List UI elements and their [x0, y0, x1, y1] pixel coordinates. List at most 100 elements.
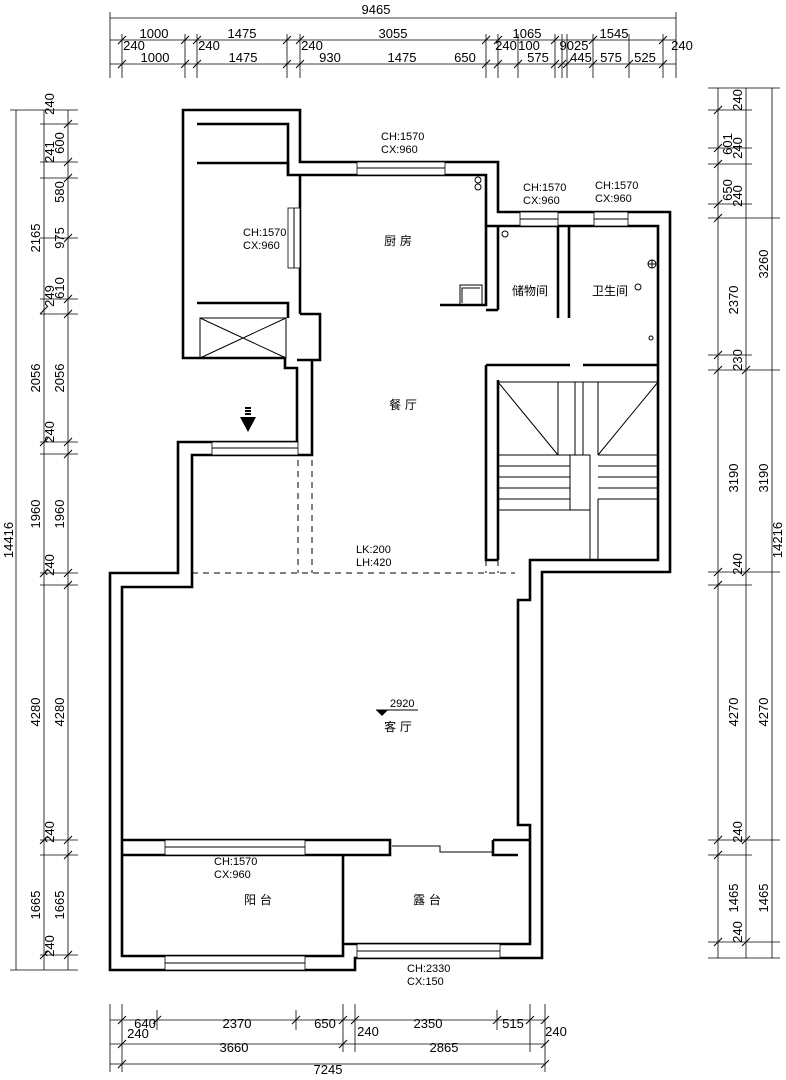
- dim-left-in-12: 240: [42, 821, 57, 843]
- win-terrace-ch: CH:2330: [407, 963, 450, 975]
- windows: [164, 161, 629, 971]
- dim-bottom-r1-4: 2350: [414, 1016, 443, 1031]
- entrance-arrow-icon: [240, 407, 256, 432]
- win-balcony-ch: CH:1570: [214, 856, 257, 868]
- win-left-cx: CX:960: [243, 240, 280, 252]
- win-bath-cx: CX:960: [595, 193, 632, 205]
- dim-right-in-10: 240: [730, 821, 745, 843]
- top-dimensions: 9465: [109, 2, 693, 78]
- dim-right-in-11: 1465: [726, 884, 741, 913]
- win-left-ch: CH:1570: [243, 227, 286, 239]
- dim-top-r2-0: 240: [123, 38, 145, 53]
- dim-left-mid-2: 1960: [28, 500, 43, 529]
- dim-left-in-11: 4280: [52, 698, 67, 727]
- opening-lk: LK:200: [356, 544, 391, 556]
- dim-bottom-r1-1: 2370: [223, 1016, 252, 1031]
- room-bathroom: 卫生间: [592, 284, 628, 298]
- fixtures: [474, 176, 657, 341]
- dim-bottom-r1-2: 650: [314, 1016, 336, 1031]
- dim-top-r1-4: 1545: [600, 26, 629, 41]
- room-living: 客 厅: [384, 719, 412, 734]
- dim-right-mid-2: 4270: [756, 698, 771, 727]
- dim-left-in-2: 600: [52, 132, 67, 154]
- dim-right-in-8: 240: [730, 553, 745, 575]
- window-labels: CH:1570 CX:960 CH:1570 CX:960 CH:1570 CX…: [214, 131, 638, 988]
- dim-left-in-4: 975: [52, 227, 67, 249]
- dim-bottom-r1-0: 640: [134, 1016, 156, 1031]
- dim-bottom-r2-0: 3660: [220, 1040, 249, 1055]
- openings: [192, 460, 515, 574]
- dim-top-r2-1: 1000: [141, 50, 170, 65]
- dim-right-mid-3: 1465: [756, 884, 771, 913]
- dim-left-in-8: 240: [42, 421, 57, 443]
- left-dimensions: 14416 2165 2056 1960 4280 1665 240 241 6…: [1, 93, 78, 971]
- dim-left-in-6: 610: [52, 277, 67, 299]
- dim-right-in-9: 4270: [726, 698, 741, 727]
- dim-total-top: 9465: [362, 2, 391, 17]
- dim-right-mid-1: 3190: [756, 464, 771, 493]
- dim-right-in-7: 3190: [726, 464, 741, 493]
- win-storage-cx: CX:960: [523, 195, 560, 207]
- dim-left-in-13: 1665: [52, 891, 67, 920]
- win-storage-ch: CH:1570: [523, 182, 566, 194]
- dim-top-r2-13: 575: [600, 50, 622, 65]
- dim-bottom-r2-1: 2865: [430, 1040, 459, 1055]
- dim-left-mid-0: 2165: [28, 224, 43, 253]
- dim-left-in-10: 240: [42, 554, 57, 576]
- dim-left-in-9: 1960: [52, 500, 67, 529]
- dim-top-r2-12: 445: [570, 50, 592, 65]
- dim-bottom-r1-6: 240: [545, 1024, 567, 1039]
- win-bath-ch: CH:1570: [595, 180, 638, 192]
- dim-left-mid-3: 4280: [28, 698, 43, 727]
- dim-top-r2-5: 930: [319, 50, 341, 65]
- room-terrace: 露 台: [413, 892, 441, 907]
- dim-right-in-12: 240: [730, 921, 745, 943]
- dim-bottom-r1-3: 240: [357, 1024, 379, 1039]
- dim-left-in-14: 240: [42, 935, 57, 957]
- right-dimensions: 14216 3260 3190 4270 1465 240 601 240 65…: [708, 87, 785, 959]
- dim-bottom-r1b-0: 240: [127, 1026, 149, 1041]
- room-dining: 餐 厅: [389, 397, 417, 412]
- dim-bottom-total: 7245: [314, 1062, 343, 1077]
- dim-right-in-1: 601: [720, 133, 735, 155]
- room-kitchen: 厨 房: [384, 233, 412, 248]
- level-value: 2920: [390, 698, 414, 710]
- dim-right-in-6: 230: [730, 349, 745, 371]
- dim-left-in-3: 580: [52, 181, 67, 203]
- dim-right-in-2: 240: [730, 137, 745, 159]
- dim-right-in-0: 240: [730, 89, 745, 111]
- dim-left-mid-1: 2056: [28, 364, 43, 393]
- dim-top-r1-0: 1000: [140, 26, 169, 41]
- dim-top-r2-7: 650: [454, 50, 476, 65]
- dim-top-r2-8: 240: [495, 38, 517, 53]
- room-labels: 厨 房 储物间 卫生间 餐 厅 客 厅 阳 台 露 台: [244, 233, 628, 907]
- dim-top-r2-9: 100: [518, 38, 540, 53]
- dim-top-r2-6: 1475: [388, 50, 417, 65]
- dim-left-total: 14416: [1, 522, 16, 558]
- dim-top-r2-2: 240: [198, 38, 220, 53]
- dim-bottom-r1-5: 515: [502, 1016, 524, 1031]
- dim-right-total: 14216: [770, 522, 785, 558]
- dim-top-r1-3: 1065: [513, 26, 542, 41]
- dim-top-r2-3: 1475: [229, 50, 258, 65]
- dim-left-in-0: 240: [42, 93, 57, 115]
- dim-left-in-7: 2056: [52, 364, 67, 393]
- dim-top-r2-10: 575: [527, 50, 549, 65]
- dim-right-in-4: 240: [730, 185, 745, 207]
- dim-left-mid-4: 1665: [28, 891, 43, 920]
- dim-top-r2-15: 240: [671, 38, 693, 53]
- dim-top-r2-14: 525: [634, 50, 656, 65]
- bottom-dimensions: 640 2370 650 240 2350 515 240 240 3660 2…: [109, 1004, 567, 1077]
- dim-right-in-3: 650: [720, 179, 735, 201]
- room-storage: 储物间: [512, 283, 548, 298]
- dim-left-in-1: 241: [42, 141, 57, 163]
- room-balcony: 阳 台: [244, 892, 272, 907]
- level-marker: 2920: [376, 698, 418, 716]
- win-kitchen-cx: CX:960: [381, 144, 418, 156]
- dim-top-r2-11: 9025: [560, 38, 589, 53]
- win-kitchen-ch: CH:1570: [381, 131, 424, 143]
- opening-lh: LH:420: [356, 557, 391, 569]
- dim-top-r1-1: 1475: [228, 26, 257, 41]
- dim-top-r2-4: 240: [301, 38, 323, 53]
